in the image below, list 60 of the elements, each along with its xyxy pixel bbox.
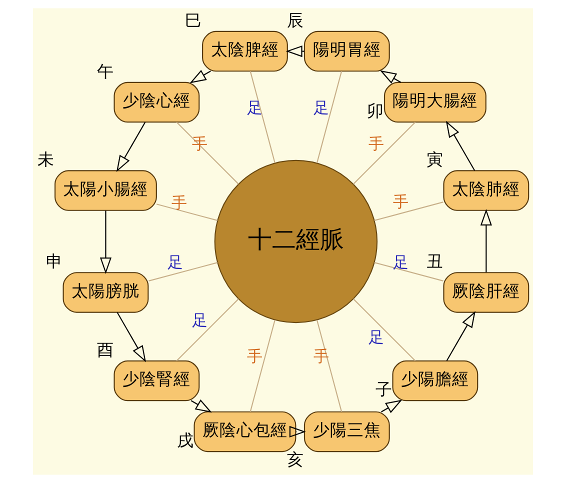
node-box: 陽明胃經 [304,30,390,72]
edge-label: 手 [393,193,408,212]
connector [374,202,444,221]
arrow [286,45,304,58]
node-box: 太陽小腸經 [54,170,157,211]
arrow [116,312,146,362]
arrow [480,208,492,272]
node-box: 少陰腎經 [114,360,200,402]
arrow [190,399,212,413]
connector [353,298,416,362]
node-box: 厥陰肝經 [443,272,530,313]
edge-label: 手 [246,348,262,366]
connector [250,320,276,412]
node-box: 少陽膽經 [392,360,478,402]
edge-label: 足 [368,328,384,346]
connector [374,262,444,282]
node-label: 卯 [367,102,384,121]
edge-label: 足 [246,98,262,117]
node-box: 陽明大腸經 [384,82,486,123]
connector [250,71,276,164]
arrow [446,120,476,171]
node-circle: 十二經脈 [214,160,378,324]
connector [176,122,239,184]
node-box: 少陽三焦 [304,411,390,452]
connector [316,320,342,412]
edge-label: 手 [171,194,186,212]
arrow [381,400,402,414]
node-box: 太陰脾經 [202,30,288,72]
node-label: 申 [46,252,63,272]
node-label: 辰 [287,10,304,30]
connector [176,298,239,362]
edge-label: 手 [368,134,384,153]
edge-label: 足 [314,98,329,117]
edge-label: 足 [393,254,408,272]
edge-label: 足 [192,312,207,330]
node-label: 戌 [176,431,194,450]
node-label: 午 [96,62,114,81]
connector [156,204,218,221]
node-label: 子 [375,380,392,400]
node-label: 巳 [185,10,202,30]
connector [316,71,342,164]
edge-label: 手 [192,134,207,153]
edge-label: 手 [314,348,329,366]
connector [148,262,218,282]
node-label: 丑 [426,252,444,272]
node-box: 少陰心經 [114,82,200,123]
arrow [190,70,211,84]
node-label: 寅 [426,150,444,170]
node-box: 太陰肺經 [443,170,530,211]
node-box: 太陽膀胱 [62,272,149,313]
node-label: 酉 [96,340,114,360]
arrow [380,70,402,84]
arrow [100,210,112,274]
connector [353,122,416,184]
edge-label: 足 [167,254,182,272]
arrow [446,310,476,361]
arrow [116,122,146,172]
node-label: 亥 [287,450,304,469]
node-label: 未 [38,150,55,170]
arrow [289,426,306,438]
